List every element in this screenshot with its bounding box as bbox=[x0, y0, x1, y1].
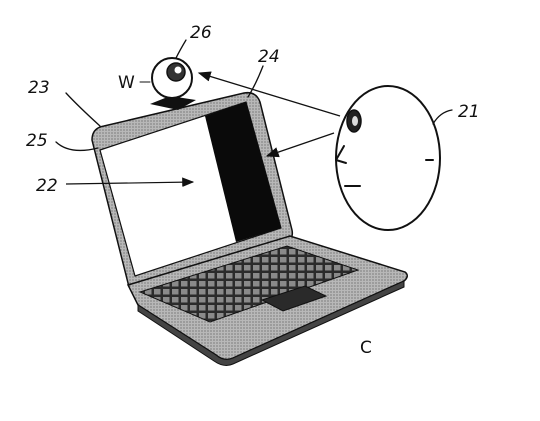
arrow-to-webcam bbox=[197, 71, 341, 117]
screen-dark-panel bbox=[205, 102, 281, 242]
arrow-to-screen bbox=[265, 132, 335, 158]
laptop-keyboard bbox=[138, 245, 360, 323]
label-21: 21 bbox=[458, 102, 480, 122]
webcam-lens-glint bbox=[174, 66, 182, 74]
webcam bbox=[150, 57, 196, 110]
label-22: 22 bbox=[36, 176, 58, 196]
label-23: 23 bbox=[28, 78, 50, 98]
leader-25 bbox=[55, 141, 99, 152]
user-head bbox=[335, 85, 441, 231]
label-26: 26 bbox=[190, 23, 212, 43]
head-nose bbox=[335, 145, 347, 164]
laptop-touchpad bbox=[260, 285, 328, 312]
label-24: 24 bbox=[258, 47, 280, 67]
laptop bbox=[91, 91, 408, 366]
label-25: 25 bbox=[26, 131, 48, 151]
leader-21 bbox=[432, 109, 453, 125]
leader-23 bbox=[65, 92, 101, 127]
label-w: W bbox=[118, 73, 135, 93]
label-c: C bbox=[360, 338, 372, 358]
webcam-stand bbox=[150, 96, 196, 110]
head-eye-pupil bbox=[352, 116, 358, 126]
arrow-22 bbox=[65, 177, 195, 187]
leader-24 bbox=[247, 65, 264, 98]
head-outline bbox=[335, 85, 441, 231]
laptop-front-edge bbox=[137, 280, 405, 366]
leader-26 bbox=[175, 39, 187, 59]
